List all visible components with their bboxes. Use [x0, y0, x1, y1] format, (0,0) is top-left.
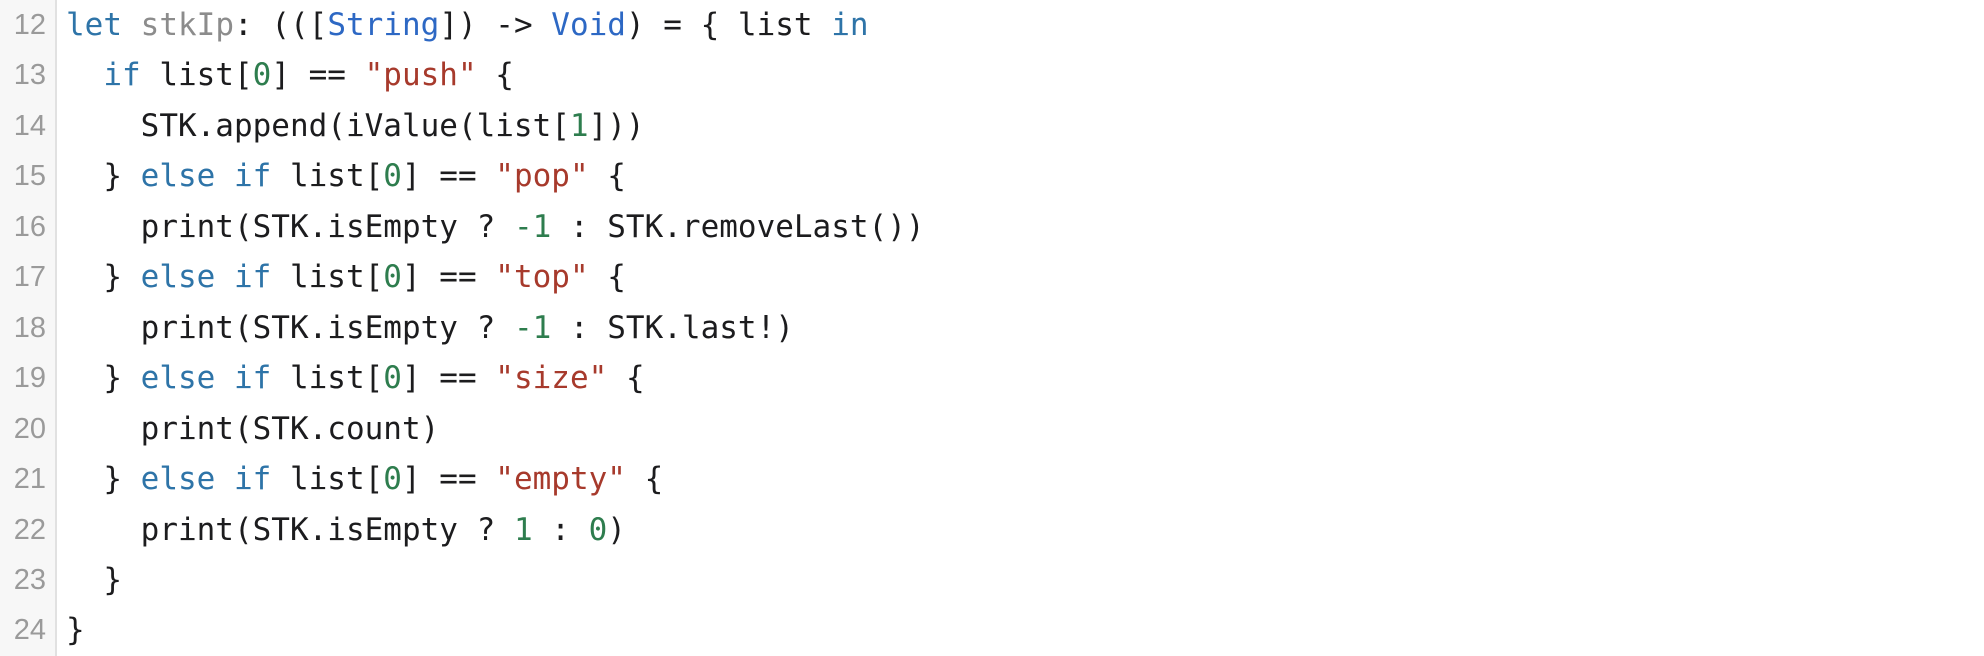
code-token-plain: : (([ — [234, 7, 328, 43]
code-line[interactable]: print(STK.isEmpty ? 1 : 0) — [66, 505, 1984, 555]
code-line[interactable]: let stkIp: (([String]) -> Void) = { list… — [66, 0, 1984, 50]
code-token-plain: : STK.removeLast()) — [551, 208, 925, 245]
code-token-number: -1 — [513, 208, 552, 245]
code-token-plain: print(STK.count) — [66, 410, 440, 447]
code-line[interactable]: } else if list[0] == "empty" { — [66, 454, 1984, 504]
code-token-string: "push" — [364, 57, 477, 94]
code-token-plain — [122, 7, 141, 43]
code-token-plain: list[ — [271, 259, 384, 296]
code-token-plain: list[ — [140, 57, 253, 94]
code-token-keyword: let — [66, 7, 122, 43]
code-token-plain: { — [625, 461, 664, 498]
code-token-number: 0 — [383, 259, 402, 296]
code-token-plain — [215, 461, 234, 497]
code-line[interactable]: } — [66, 555, 1984, 605]
line-number: 14 — [13, 109, 46, 142]
line-number: 23 — [13, 563, 46, 596]
code-token-type: Void — [551, 7, 626, 43]
code-token-keyword: else — [140, 461, 216, 498]
code-token-number: 1 — [513, 511, 533, 548]
code-line[interactable]: print(STK.isEmpty ? -1 : STK.removeLast(… — [66, 202, 1984, 252]
code-line[interactable]: if list[0] == "push" { — [66, 50, 1984, 100]
code-token-plain: print(STK.isEmpty ? — [66, 511, 514, 548]
code-token-keyword: if — [233, 461, 272, 498]
code-token-number: 1 — [569, 107, 589, 144]
code-token-keyword: else — [140, 158, 216, 195]
line-number: 22 — [13, 513, 46, 546]
code-token-plain: { — [588, 158, 626, 195]
code-token-plain: print(STK.isEmpty ? — [66, 208, 514, 245]
code-token-plain: ) — [607, 511, 626, 548]
code-token-keyword: if — [233, 259, 272, 296]
code-token-type: String — [327, 7, 440, 43]
line-number: 13 — [13, 59, 46, 92]
line-number: 24 — [13, 614, 46, 647]
code-token-plain: ])) — [588, 107, 645, 144]
code-token-plain: list[ — [271, 360, 384, 397]
line-number: 12 — [13, 9, 46, 41]
code-token-plain: ] == — [401, 461, 496, 498]
code-line[interactable]: } else if list[0] == "size" { — [66, 353, 1984, 403]
code-token-plain — [215, 360, 234, 396]
code-line[interactable]: print(STK.isEmpty ? -1 : STK.last!) — [66, 303, 1984, 353]
code-token-plain: } — [66, 360, 141, 397]
line-number: 21 — [13, 463, 46, 496]
code-token-plain: list[ — [271, 461, 384, 498]
code-token-number: -1 — [513, 309, 552, 346]
code-token-plain: ] == — [401, 360, 496, 397]
code-token-number: 0 — [383, 461, 402, 498]
code-token-plain: { — [476, 57, 514, 94]
code-token-keyword: if — [233, 360, 272, 397]
line-number: 15 — [13, 160, 46, 193]
code-token-plain: } — [66, 461, 141, 498]
line-number: 16 — [13, 210, 46, 243]
code-token-plain: : STK.last!) — [551, 309, 794, 346]
line-number: 18 — [13, 311, 46, 344]
code-token-string: "empty" — [495, 461, 626, 498]
code-token-keyword: else — [140, 259, 216, 296]
code-token-string: "size" — [495, 360, 608, 397]
code-token-plain — [215, 158, 234, 194]
code-token-plain: ] == — [401, 158, 496, 195]
code-token-number: 0 — [252, 57, 272, 94]
line-number: 17 — [13, 261, 46, 294]
code-token-keyword: if — [103, 57, 141, 94]
code-token-plain: ] == — [401, 259, 496, 296]
code-token-number: 0 — [588, 511, 608, 548]
code-token-plain: { — [607, 360, 645, 397]
code-token-keyword: in — [831, 7, 869, 43]
code-token-plain: print(STK.isEmpty ? — [66, 309, 514, 346]
line-number: 19 — [13, 362, 46, 395]
code-token-string: "top" — [495, 259, 589, 296]
code-token-keyword: else — [140, 360, 216, 397]
code-token-declaration: stkIp — [140, 7, 234, 43]
code-token-plain: STK.append(iValue(list[ — [66, 107, 570, 144]
code-token-plain: ] == — [271, 57, 365, 94]
code-line[interactable]: } else if list[0] == "pop" { — [66, 151, 1984, 201]
code-line[interactable]: } else if list[0] == "top" { — [66, 252, 1984, 302]
code-area[interactable]: let stkIp: (([String]) -> Void) = { list… — [57, 0, 1984, 656]
code-token-string: "pop" — [495, 158, 589, 195]
line-number: 20 — [13, 412, 46, 445]
code-line[interactable]: print(STK.count) — [66, 404, 1984, 454]
code-token-plain: } — [66, 158, 141, 195]
code-token-plain: } — [66, 259, 141, 296]
code-token-plain: ) = { list — [625, 7, 832, 43]
line-number-gutter: 12 13 14 15 16 17 18 19 20 21 22 23 24 — [0, 0, 57, 656]
code-token-number: 0 — [383, 360, 402, 397]
code-token-plain: } — [66, 561, 122, 598]
code-token-plain: list[ — [271, 158, 384, 195]
code-token-number: 0 — [383, 158, 402, 195]
code-token-plain — [215, 259, 234, 295]
code-token-plain: { — [588, 259, 626, 296]
code-line[interactable]: } — [66, 605, 1984, 655]
code-token-plain — [66, 57, 103, 93]
code-token-plain: : — [532, 511, 589, 548]
code-token-plain: ]) -> — [439, 7, 552, 43]
code-token-plain: } — [66, 612, 85, 649]
code-token-keyword: if — [233, 158, 272, 195]
code-line[interactable]: STK.append(iValue(list[1])) — [66, 101, 1984, 151]
